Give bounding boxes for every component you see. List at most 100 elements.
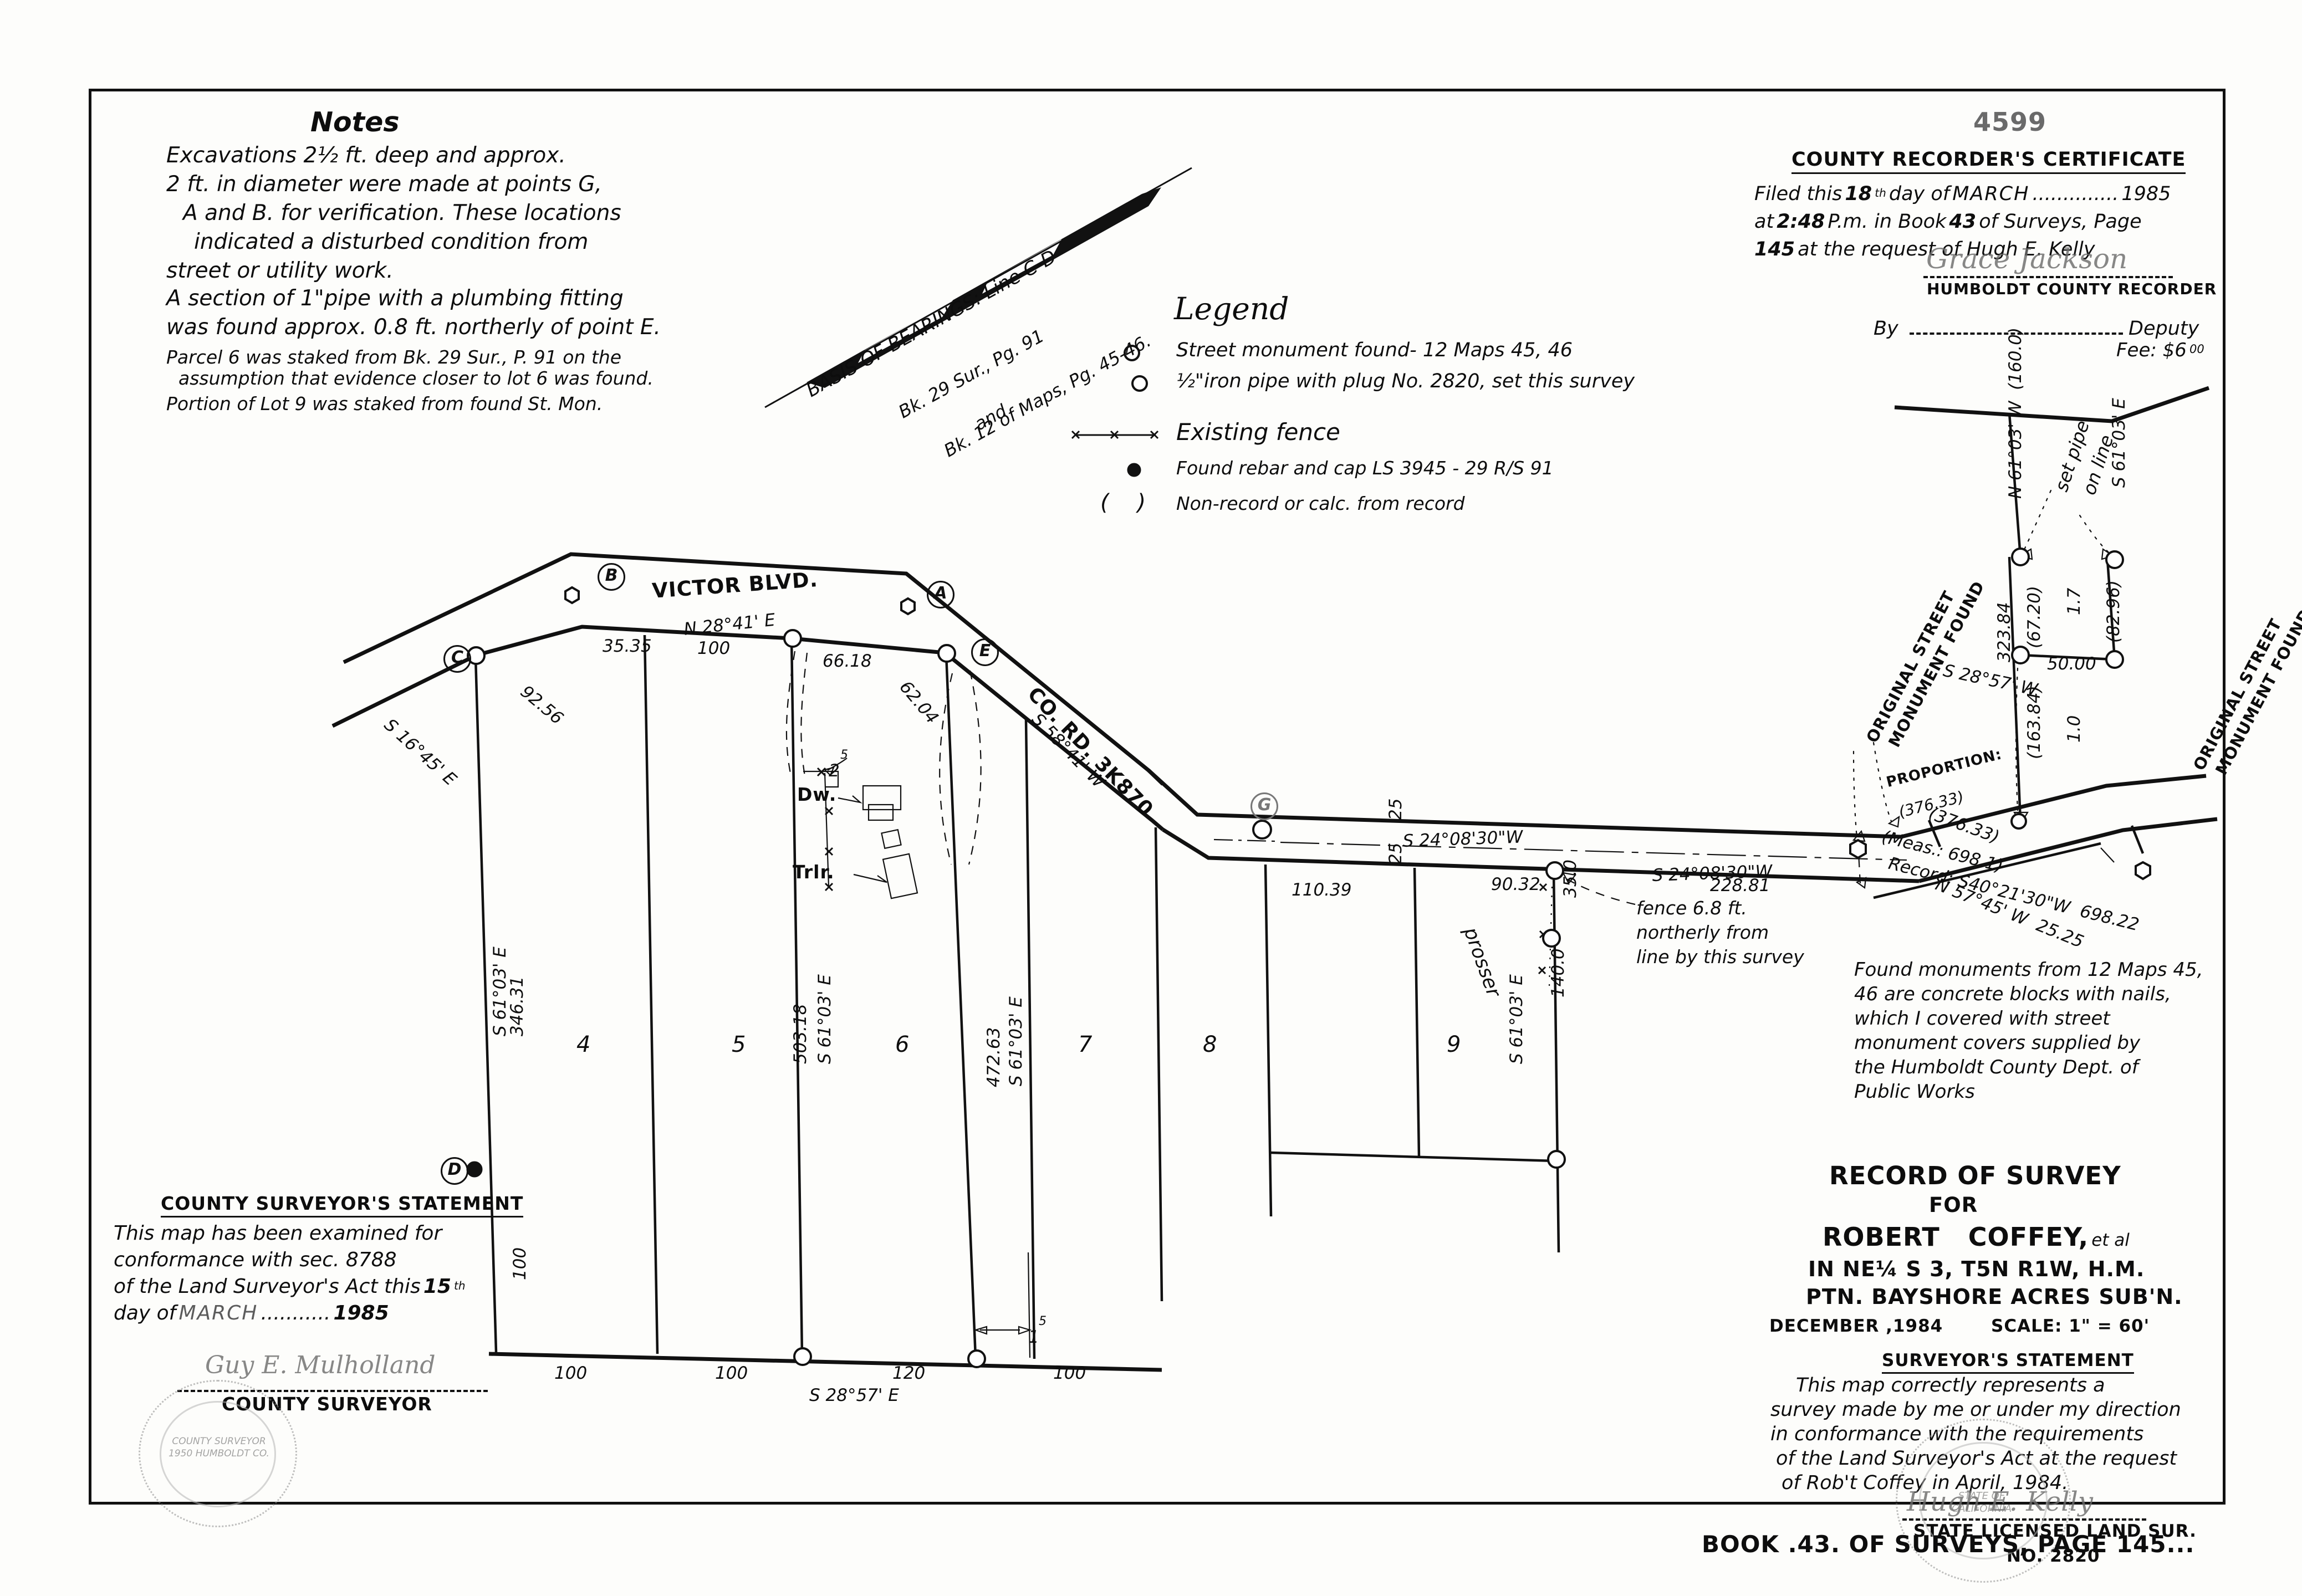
county-recorder-by-label: By <box>1874 318 1898 340</box>
cr-dots1: .............. <box>2032 183 2119 205</box>
distance-label-23: (67.20) <box>2024 586 2044 648</box>
title-record-of-survey: RECORD OF SURVEY <box>1829 1161 2121 1190</box>
ss-line-1: survey made by me or under my direction <box>1770 1399 2181 1421</box>
dwelling-label: Dw. <box>797 784 837 805</box>
legend-item-1-label: ½"iron pipe with plug No. 2820, set this… <box>1176 370 1635 392</box>
distance-label-11: 120 <box>892 1363 926 1383</box>
cr-day: 18 <box>1845 183 1872 205</box>
title-date: DECEMBER ,1984 <box>1769 1316 1943 1336</box>
cr-request-label: at the request of Hugh E. Kelly <box>1798 238 2095 260</box>
distance-label-6: 503.18 <box>790 1004 810 1064</box>
county-recorder-title: COUNTY RECORDER'S CERTIFICATE <box>1791 149 2186 175</box>
distance-label-29: 1.0 <box>2064 715 2084 743</box>
legend-item-3-label: Found rebar and cap LS 3945 - 29 R/S 91 <box>1176 457 1554 479</box>
dim-one-half-sup: 5 <box>1039 1314 1047 1328</box>
surveyor-seal-inner <box>1919 1442 2048 1559</box>
distance-label-26: 50.00 <box>2047 654 2096 674</box>
cs-line-0: This map has been examined for <box>114 1222 442 1245</box>
distance-label-18: 35.0 <box>1560 859 1580 898</box>
cs-day: 15 <box>423 1275 451 1298</box>
distance-label-16: 25 <box>1386 798 1406 820</box>
fm-line-1: 46 are concrete blocks with nails, <box>1854 983 2171 1005</box>
notes-line-1: 2 ft. in diameter were made at points G, <box>166 172 602 197</box>
distance-label-21: 2 <box>829 761 840 781</box>
surveyor-statement-title: SURVEYOR'S STATEMENT <box>1882 1351 2134 1374</box>
point-label-E: E <box>971 638 999 666</box>
notes-line-0: Excavations 2½ ft. deep and approx. <box>166 143 566 168</box>
distance-label-13: 110.39 <box>1292 880 1352 900</box>
notes-extra-2: Portion of Lot 9 was staked from found S… <box>166 393 603 415</box>
cr-at-label: at <box>1754 211 1774 233</box>
cs-line-2: of the Land Surveyor's Act this <box>114 1275 421 1298</box>
title-owner-name: ROBERT COFFEY, <box>1823 1222 2089 1252</box>
doc-number: 4599 <box>1973 107 2047 137</box>
notes-line-2: A and B. for verification. These locatio… <box>183 201 621 226</box>
cr-filed-label: Filed this <box>1754 183 1842 205</box>
distance-label-14: 90.32 <box>1491 874 1540 894</box>
lot-number-4: 8 <box>1203 1032 1217 1057</box>
legend-heading: Legend <box>1174 291 1289 326</box>
notes-heading: Notes <box>310 106 400 138</box>
lot-number-3: 7 <box>1078 1032 1093 1057</box>
notes-line-6: was found approx. 0.8 ft. northerly of p… <box>166 315 661 340</box>
county-surveyor-signature: Guy E. Mulholland <box>205 1351 436 1379</box>
point-label-A: A <box>927 581 955 608</box>
notes-line-5: A section of 1"pipe with a plumbing fitt… <box>166 286 624 311</box>
bearing-label-9: S 28°57' E <box>809 1385 899 1405</box>
cs-line-1: conformance with sec. 8788 <box>114 1249 397 1271</box>
title-for: FOR <box>1929 1193 1978 1217</box>
fm-line-2: which I covered with street <box>1854 1007 2110 1030</box>
lot-number-5: 9 <box>1447 1032 1461 1057</box>
notes-line-4: street or utility work. <box>166 258 394 283</box>
distance-label-7: 472.63 <box>984 1027 1004 1087</box>
bearing-label-8: S 61°03' E <box>1507 974 1527 1064</box>
notes-line-3: indicated a disturbed condition from <box>194 229 589 254</box>
distance-label-22: 323.84 <box>1994 602 2014 662</box>
fence-note-line-2: line by this survey <box>1636 946 1804 968</box>
fm-line-3: monument covers supplied by <box>1854 1032 2141 1054</box>
point-label-C: C <box>443 645 471 673</box>
cs-line-3: day of <box>114 1302 176 1324</box>
cs-year: 1985 <box>333 1302 389 1324</box>
legend-item-4-label: Non-record or calc. from record <box>1176 493 1465 514</box>
distance-label-1: 100 <box>697 638 731 658</box>
distance-label-25: (82.96) <box>2104 580 2124 643</box>
bearing-label-12: S 61°03' E <box>2109 398 2129 488</box>
county-recorder-signature: Grace Jackson <box>1926 243 2128 275</box>
dim-two-deg-sup: 5 <box>840 748 848 762</box>
title-owner-suffix: et al <box>2091 1230 2130 1250</box>
legend-item-2-label: Existing fence <box>1176 418 1340 446</box>
distance-label-24: (163.84) <box>2024 686 2044 759</box>
distance-label-17: 25 <box>1386 842 1406 864</box>
cr-book-label: P.m. in Book <box>1828 211 1947 233</box>
county-recorder-fee-sup: 00 <box>2189 342 2204 356</box>
point-label-D: D <box>441 1157 468 1185</box>
cr-month: MARCH <box>1952 183 2030 205</box>
county-recorder-fee-label: Fee: $6 <box>2116 339 2187 361</box>
county-recorder-sig-line <box>1923 276 2173 278</box>
county-surveyor-seal <box>139 1380 297 1527</box>
distance-label-8: 100 <box>510 1247 530 1280</box>
distance-label-15: 228.81 <box>1710 876 1770 896</box>
distance-label-5: 346.31 <box>507 976 527 1036</box>
county-surveyor-title: COUNTY SURVEYOR'S STATEMENT <box>161 1193 524 1218</box>
lot-number-0: 4 <box>576 1032 591 1057</box>
distance-label-20: 1 <box>1028 1327 1039 1347</box>
cr-year: 1985 <box>2121 183 2171 205</box>
distance-label-3: 66.18 <box>823 651 872 671</box>
fence-note-line-1: northerly from <box>1636 922 1769 943</box>
distance-label-12: 100 <box>1053 1363 1086 1383</box>
distance-label-28: 1.7 <box>2064 587 2084 615</box>
cr-time: 2:48 <box>1777 211 1825 233</box>
lot-number-1: 5 <box>732 1032 746 1057</box>
county-surveyor-seal-text: COUNTY SURVEYOR 1950 HUMBOLDT CO. <box>169 1436 269 1460</box>
cs-month: MARCH <box>178 1302 258 1324</box>
title-subdivision: PTN. BAYSHORE ACRES SUB'N. <box>1806 1285 2183 1309</box>
point-label-B: B <box>598 563 625 591</box>
legend-item-0-label: Street monument found- 12 Maps 45, 46 <box>1176 339 1573 361</box>
trailer-label: Trlr. <box>793 861 835 883</box>
cr-dayof-label: day of <box>1888 183 1950 205</box>
cr-page: 145 <box>1754 238 1795 260</box>
